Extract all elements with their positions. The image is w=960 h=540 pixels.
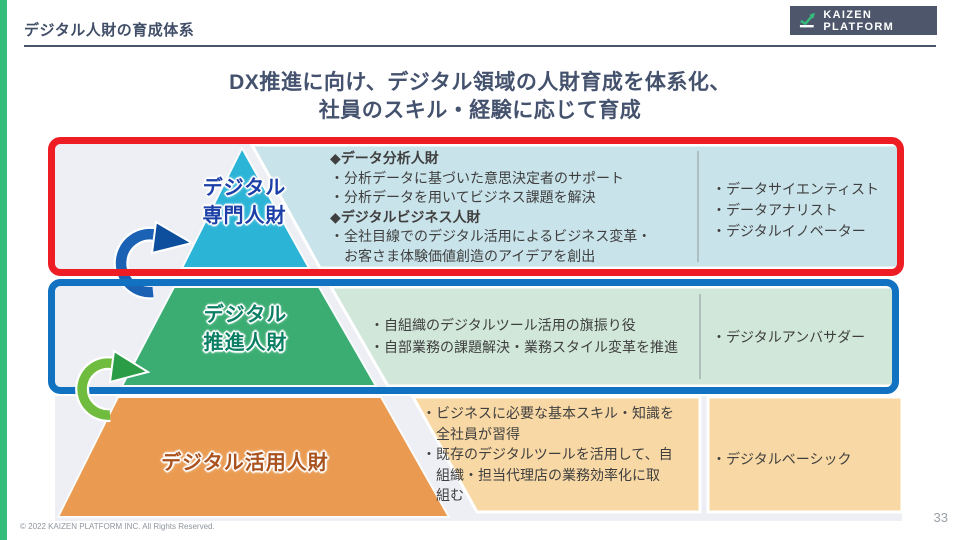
level-up-arrow-green-icon — [75, 349, 151, 423]
role-item: ・デジタルイノベーター — [712, 223, 866, 239]
pyramid-middle-band — [120, 286, 378, 387]
level3-roles-box — [706, 395, 904, 514]
desc-line: ・分析データを用いてビジネス課題を解決 — [330, 189, 596, 206]
desc-heading: ◆デジタルビジネス人財 — [330, 208, 481, 225]
desc-line: ・自部業務の課題解決・業務スタイル変革を推進 — [370, 339, 678, 355]
brand-logo: KAIZEN PLATFORM — [790, 6, 937, 35]
level3-description: ・ビジネスに必要な基本スキル・知識を 全社員が習得 ・既存のデジタルツールを活用… — [422, 403, 698, 506]
desc-heading: ◆データ分析人財 — [330, 150, 439, 166]
copyright-text: © 2022 KAIZEN PLATFORM INC. All Rights R… — [20, 522, 215, 531]
desc-line: お客さま体験価値創造のアイデアを創出 — [344, 247, 596, 264]
role-item: ・デジタルアンバサダー — [712, 329, 866, 345]
pyramid-top-band — [180, 145, 311, 269]
desc-line: 全社員が習得 — [436, 425, 520, 442]
blue-highlight-frame — [48, 279, 899, 394]
level2-roles: ・デジタルアンバサダー — [712, 327, 902, 347]
role-item: ・データサイエンティスト — [712, 181, 880, 197]
level1-roles: ・データサイエンティスト ・データアナリスト ・デジタルイノベーター — [712, 179, 902, 242]
level2-description: ・自組織のデジタルツール活用の旗振り役 ・自部業務の課題解決・業務スタイル変革を… — [370, 314, 700, 358]
desc-line: 組む — [436, 487, 464, 504]
pyramid-bottom-band — [56, 396, 451, 518]
desc-line: ・全社目線でのデジタル活用によるビジネス変革・ — [330, 228, 652, 245]
desc-line: ・ビジネスに必要な基本スキル・知識を — [422, 405, 674, 421]
level3-band-label: デジタル活用人財 — [161, 452, 329, 474]
red-highlight-frame — [48, 137, 904, 276]
level1-band-label: デジタル 専門人財 — [162, 174, 327, 230]
level2-band-label: デジタル 推進人財 — [163, 301, 328, 357]
level1-description: ◆データ分析人財 ・分析データに基づいた意思決定者のサポート ・分析データを用い… — [330, 149, 698, 267]
kaizen-arrow-icon — [799, 12, 816, 28]
slide-main-title: DX推進に向け、デジタル領域の人財育成を体系化、 社員のスキル・経験に応じて育成 — [0, 69, 960, 125]
level2-band-label-line2: 推進人財 — [203, 332, 288, 354]
accent-left-bar — [0, 0, 7, 540]
level3-text-box — [410, 395, 702, 514]
level1-band-label-line2: 専門人財 — [202, 205, 287, 227]
desc-line: 組織・担当代理店の業務効率化に取 — [436, 466, 660, 483]
role-item: ・データアナリスト — [712, 202, 838, 218]
header-divider — [24, 45, 936, 47]
level2-band-label-line1: デジタル — [203, 304, 288, 326]
slide-header-title: デジタル人財の育成体系 — [24, 22, 195, 39]
role-item: ・デジタルベーシック — [712, 451, 852, 467]
level1-band-label-line1: デジタル — [202, 177, 287, 199]
level3-roles: ・デジタルベーシック — [712, 449, 902, 469]
main-title-line2: 社員のスキル・経験に応じて育成 — [318, 99, 642, 122]
desc-line: ・既存のデジタルツールを活用して、自 — [422, 446, 673, 463]
desc-line: ・分析データに基づいた意思決定者のサポート — [330, 169, 624, 186]
brand-logo-text: KAIZEN PLATFORM — [823, 8, 895, 33]
desc-line: ・自組織のデジタルツール活用の旗振り役 — [370, 317, 636, 333]
page-number: 33 — [933, 510, 948, 525]
level-up-arrow-blue-icon — [113, 220, 195, 300]
main-title-line1: DX推進に向け、デジタル領域の人財育成を体系化、 — [229, 71, 731, 94]
